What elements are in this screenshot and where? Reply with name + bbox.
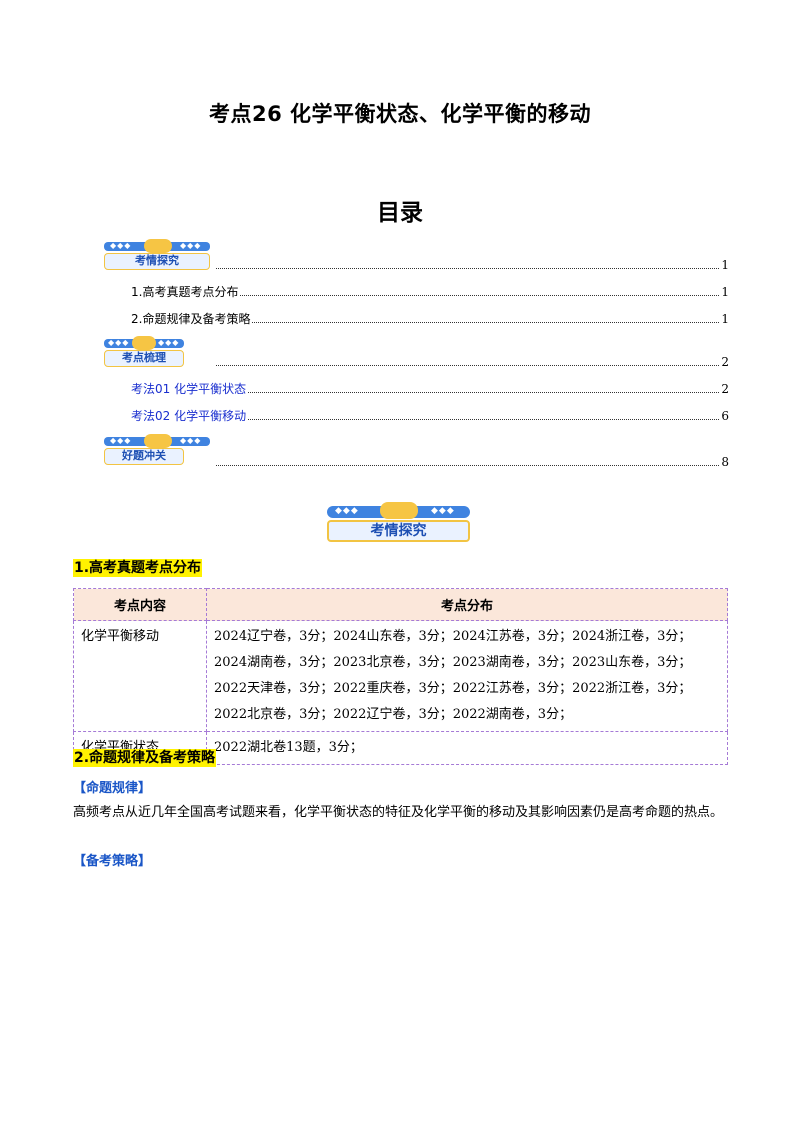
section-badge: ◆◆◆◆◆◆ 考情探究 — [327, 502, 470, 542]
toc-page-number: 1 — [721, 312, 729, 326]
distribution-line: 2022天津卷，3分；2022重庆卷，3分；2022江苏卷，3分；2022浙江卷… — [214, 681, 692, 696]
toc-leader — [216, 268, 720, 269]
section-heading-distribution: 1.高考真题考点分布 — [73, 559, 203, 577]
table-header-topic: 考点内容 — [73, 588, 207, 621]
toc-page-number: 2 — [721, 355, 729, 369]
toc-leader — [252, 322, 720, 323]
toc-badge-kaoqing[interactable]: ◆◆◆◆◆◆ 考情探究 — [104, 239, 210, 270]
rule-paragraph: 高频考点从近几年全国高考试题来看，化学平衡状态的特征及化学平衡的移动及其影响因素… — [73, 805, 724, 820]
section-badge-label: 考情探究 — [327, 520, 470, 542]
toc-page-number: 1 — [721, 258, 729, 272]
table-cell-distribution: 2022湖北卷13题，3分； — [206, 731, 728, 765]
distribution-line: 2022湖北卷13题，3分； — [214, 740, 363, 755]
distribution-line: 2024辽宁卷，3分；2024山东卷，3分；2024江苏卷，3分；2024浙江卷… — [214, 629, 692, 644]
table-cell-distribution: 2024辽宁卷，3分；2024山东卷，3分；2024江苏卷，3分；2024浙江卷… — [206, 620, 728, 732]
toc-entry[interactable]: 2.命题规律及备考策略 1 — [131, 312, 729, 326]
section-heading-strategy: 2.命题规律及备考策略 — [73, 749, 217, 767]
toc-leader — [240, 295, 720, 296]
toc-entry[interactable]: 1 — [214, 258, 729, 272]
exam-distribution-table: 考点内容 考点分布 化学平衡移动 2024辽宁卷，3分；2024山东卷，3分；2… — [73, 588, 728, 765]
toc-entry[interactable]: 考法02 化学平衡移动 6 — [131, 409, 729, 423]
toc-badge-label: 好题冲关 — [104, 448, 184, 465]
toc-entry-label: 2.命题规律及备考策略 — [131, 312, 251, 326]
toc-badge-haoti[interactable]: ◆◆◆◆◆◆ 好题冲关 — [104, 434, 210, 465]
toc-leader — [216, 465, 720, 466]
toc-leader — [248, 392, 720, 393]
toc-entry-label: 考法01 化学平衡状态 — [131, 382, 247, 396]
distribution-line: 2024湖南卷，3分；2023北京卷，3分；2023湖南卷，3分；2023山东卷… — [214, 655, 692, 670]
toc-badge-kaodian[interactable]: ◆◆◆◆◆◆ 考点梳理 — [104, 336, 184, 367]
toc-leader — [216, 365, 720, 366]
toc-entry[interactable]: 1.高考真题考点分布 1 — [131, 285, 729, 299]
toc-entry[interactable]: 2 — [214, 355, 729, 369]
toc-badge-label: 考点梳理 — [104, 350, 184, 367]
table-header-distribution: 考点分布 — [206, 588, 728, 621]
toc-badge-label: 考情探究 — [104, 253, 210, 270]
toc-page-number: 8 — [721, 455, 729, 469]
toc-leader — [248, 419, 720, 420]
toc-heading: 目录 — [377, 200, 423, 226]
rule-label: 【命题规律】 — [73, 781, 152, 796]
document-title: 考点26 化学平衡状态、化学平衡的移动 — [208, 102, 592, 126]
table-cell-topic: 化学平衡移动 — [73, 620, 207, 732]
strategy-label: 【备考策略】 — [73, 854, 152, 869]
toc-entry-label: 考法02 化学平衡移动 — [131, 409, 247, 423]
toc-page-number: 6 — [721, 409, 729, 423]
table-header-row: 考点内容 考点分布 — [73, 588, 728, 621]
toc-page-number: 2 — [721, 382, 729, 396]
table-row: 化学平衡移动 2024辽宁卷，3分；2024山东卷，3分；2024江苏卷，3分；… — [73, 620, 728, 732]
toc-entry[interactable]: 考法01 化学平衡状态 2 — [131, 382, 729, 396]
toc-entry-label: 1.高考真题考点分布 — [131, 285, 239, 299]
toc-page-number: 1 — [721, 285, 729, 299]
toc-entry[interactable]: 8 — [214, 455, 729, 469]
distribution-line: 2022北京卷，3分；2022辽宁卷，3分；2022湖南卷，3分； — [214, 707, 573, 722]
